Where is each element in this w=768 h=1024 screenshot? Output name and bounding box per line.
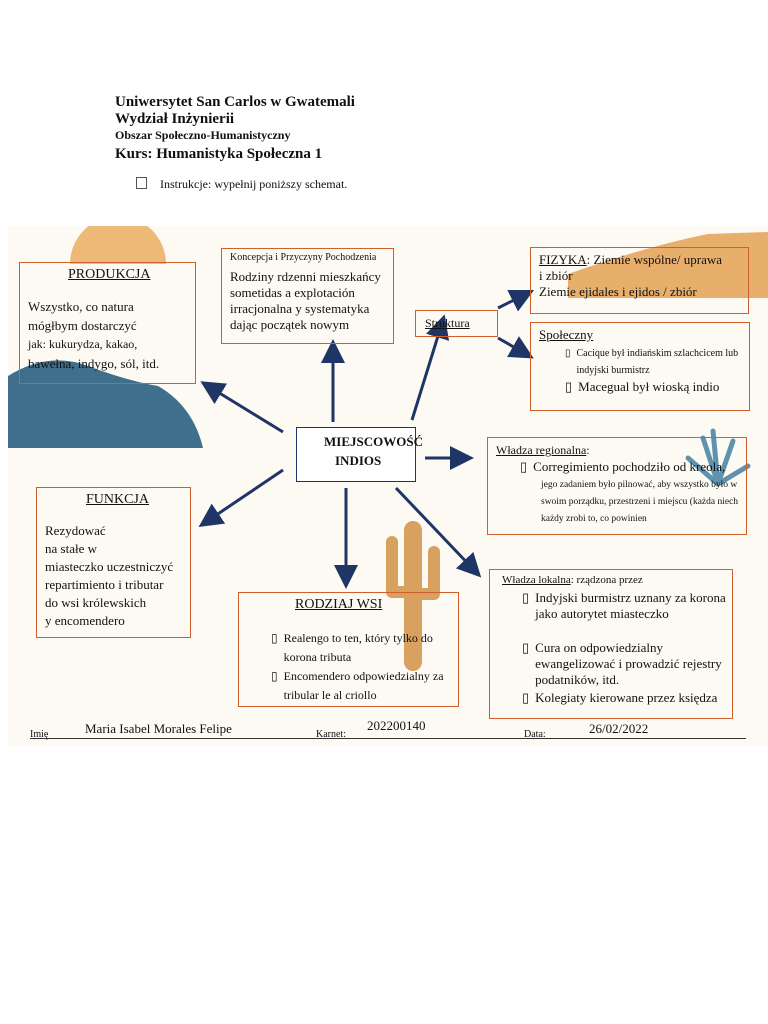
funkcja-box: FUNKCJA Rezydować na stałe w miasteczko …: [36, 487, 191, 638]
wladza-lokalna-title: Władza lokalna: [502, 574, 571, 586]
wladza-lokalna-item-2: ▯ Cura on odpowiedzialny ewangelizować i…: [522, 640, 728, 688]
university-name: Uniwersytet San Carlos w Gwatemali: [115, 94, 355, 110]
produkcja-title: PRODUKCJA: [68, 267, 151, 282]
funkcja-line: repartimiento i tributar: [45, 577, 164, 592]
produkcja-line: Wszystko, co natura: [28, 299, 134, 314]
fizyka-text: FIZYKA: Ziemie wspólne/ uprawa i zbiór Z…: [539, 252, 744, 300]
wladza-regionalna-item: ▯ Corregimiento pochodziło od kreola,: [520, 459, 742, 475]
faculty-name: Wydział Inżynierii: [115, 111, 235, 127]
funkcja-line: y encomendero: [45, 613, 125, 628]
funkcja-line: do wsi królewskich: [45, 595, 147, 610]
agave-plant-icon: [685, 428, 751, 487]
arrow-to-wladza-lokalna: [394, 486, 482, 578]
koncepcja-line: Rodziny rdzenni mieszkańcy: [230, 269, 381, 284]
wladza-regionalna-heading: Władza regionalna:: [496, 443, 590, 458]
spoleczny-item-2: ▯ Macegual był wioską indio: [565, 378, 743, 395]
bullet-icon: ▯: [271, 669, 278, 683]
bullet-icon: ▯: [522, 640, 530, 655]
bullet-icon: ▯: [522, 590, 530, 605]
student-name: Maria Isabel Morales Felipe: [85, 721, 232, 736]
name-label: Imię: [30, 729, 49, 740]
funkcja-title: FUNKCJA: [86, 492, 150, 507]
blue-hill-icon: [8, 360, 203, 448]
arrow-to-spoleczny: [497, 336, 534, 359]
fizyka-line2: i zbiór: [539, 268, 573, 283]
produkcja-line: mógłbym dostarczyć: [28, 318, 137, 333]
center-node: MIEJSCOWOŚĆ INDIOS: [296, 427, 423, 482]
koncepcja-box: Koncepcja i Przyczyny Pochodzenia Rodzin…: [221, 248, 394, 344]
spoleczny-item-1: ▯ Cacique był indiańskim szlachcicem lub…: [565, 345, 743, 379]
sun-shape-icon: [70, 226, 166, 264]
spoleczny-item-text: Cacique był indiańskim szlachcicem lub i…: [576, 348, 739, 376]
course-name: Kurs: Humanistyka Społeczna 1: [115, 146, 323, 162]
spoleczny-box: Społeczny ▯ Cacique był indiańskim szlac…: [530, 322, 750, 411]
wladza-lokalna-item-text: Indyjski burmistrz uznany za korona jako…: [535, 590, 726, 621]
wladza-regionalna-colon: :: [586, 443, 590, 457]
wladza-lokalna-item-1: ▯ Indyjski burmistrz uznany za korona ja…: [522, 590, 728, 622]
rodzaj-wsi-item-1: ▯ Realengo to ten, który tylko do korona…: [271, 629, 455, 667]
rodzaj-wsi-item-2: ▯ Encomendero odpowiedzialny za tribular…: [271, 667, 455, 705]
center-title-line2: INDIOS: [335, 453, 382, 468]
funkcja-text: Rezydować na stałe w miasteczko uczestni…: [45, 522, 173, 630]
produkcja-line: jak: kukurydza, kakao,: [28, 337, 138, 351]
wladza-lokalna-box: Władza lokalna: rządzona przez ▯ Indyjsk…: [489, 569, 733, 719]
diagram-decorations: [8, 226, 768, 671]
fizyka-box: FIZYKA: Ziemie wspólne/ uprawa i zbiór Z…: [530, 247, 749, 314]
wladza-regionalna-item-text: Corregimiento pochodziło od kreola,: [533, 459, 726, 474]
karnet-number: 202200140: [367, 718, 426, 733]
bullet-icon: ▯: [565, 379, 573, 394]
fizyka-title: FIZYKA: [539, 252, 587, 267]
struktura-box: Struktura: [415, 310, 498, 337]
funkcja-line: Rezydować: [45, 523, 106, 538]
wladza-lokalna-subtitle: : rządzona przez: [570, 574, 643, 586]
koncepcja-text: Rodziny rdzenni mieszkańcy sometidas a e…: [230, 269, 393, 333]
date-value: 26/02/2022: [589, 721, 649, 736]
rodzaj-wsi-title: RODZIAJ WSI: [295, 597, 383, 612]
rodzaj-wsi-box: RODZIAJ WSI ▯ Realengo to ten, który tyl…: [238, 592, 459, 707]
spoleczny-title: Społeczny: [539, 327, 594, 342]
funkcja-line: na stałe w: [45, 541, 97, 556]
bullet-icon: ▯: [271, 631, 278, 645]
diagram-canvas: [8, 226, 768, 746]
wladza-regionalna-box: Władza regionalna: ▯ Corregimiento pocho…: [487, 437, 747, 535]
arrow-to-struktura: [410, 314, 450, 421]
instruction-text: Instrukcje: wypełnij poniższy schemat.: [160, 177, 348, 191]
koncepcja-line: irracjonalna y systematyka: [230, 301, 370, 316]
wladza-regionalna-detail: jego zadaniem było pilnować, aby wszystk…: [541, 480, 739, 524]
fizyka-line3: Ziemie ejidales i ejidos / zbiór: [539, 284, 697, 299]
wladza-lokalna-item-text: Kolegiaty kierowane przez księdza: [535, 690, 718, 705]
wladza-lokalna-item-3: ▯ Kolegiaty kierowane przez księdza: [522, 690, 728, 706]
karnet-label: Karnet:: [316, 729, 346, 740]
footer-underline: [30, 738, 746, 739]
wladza-lokalna-item-text: Cura on odpowiedzialny ewangelizować i p…: [535, 640, 722, 687]
wladza-regionalna-title: Władza regionalna: [496, 443, 587, 457]
spoleczny-item-text: Macegual był wioską indio: [578, 379, 720, 394]
diagram-arrows: [198, 289, 535, 589]
koncepcja-title: Koncepcja i Przyczyny Pochodzenia: [230, 252, 377, 263]
area-name: Obszar Społeczno-Humanistyczny: [115, 128, 291, 142]
struktura-label: Struktura: [425, 316, 470, 330]
instruction-line: Instrukcje: wypełnij poniższy schemat.: [136, 177, 347, 192]
fizyka-line1: : Ziemie wspólne/ uprawa: [586, 252, 723, 267]
koncepcja-line: dając początek nowym: [230, 317, 350, 332]
bullet-icon: ▯: [520, 459, 528, 474]
arrow-to-fizyka: [497, 289, 535, 312]
arrow-to-funkcja: [198, 468, 284, 528]
rodzaj-wsi-item-text: Realengo to ten, który tylko do korona t…: [283, 631, 433, 664]
cactus-icon: [386, 521, 440, 671]
arrow-to-produkcja: [200, 381, 284, 434]
checkbox-bullet-icon: [136, 177, 147, 189]
center-title-line1: MIEJSCOWOŚĆ: [324, 434, 423, 449]
rodzaj-wsi-item-text: Encomendero odpowiedzialny za tribular l…: [283, 669, 444, 702]
koncepcja-line: sometidas a explotación: [230, 285, 355, 300]
sand-dune-icon: [568, 232, 768, 298]
produkcja-line: bawełna, indygo, sól, itd.: [28, 356, 160, 371]
produkcja-box: PRODUKCJA Wszystko, co natura mógłbym do…: [19, 262, 196, 384]
date-label: Data:: [524, 729, 546, 740]
bullet-icon: ▯: [522, 690, 530, 705]
bullet-icon: ▯: [565, 348, 571, 359]
produkcja-text: Wszystko, co natura mógłbym dostarczyć j…: [28, 297, 159, 373]
wladza-lokalna-heading: Władza lokalna: rządzona przez: [502, 574, 643, 586]
funkcja-line: miasteczko uczestniczyć: [45, 559, 174, 574]
